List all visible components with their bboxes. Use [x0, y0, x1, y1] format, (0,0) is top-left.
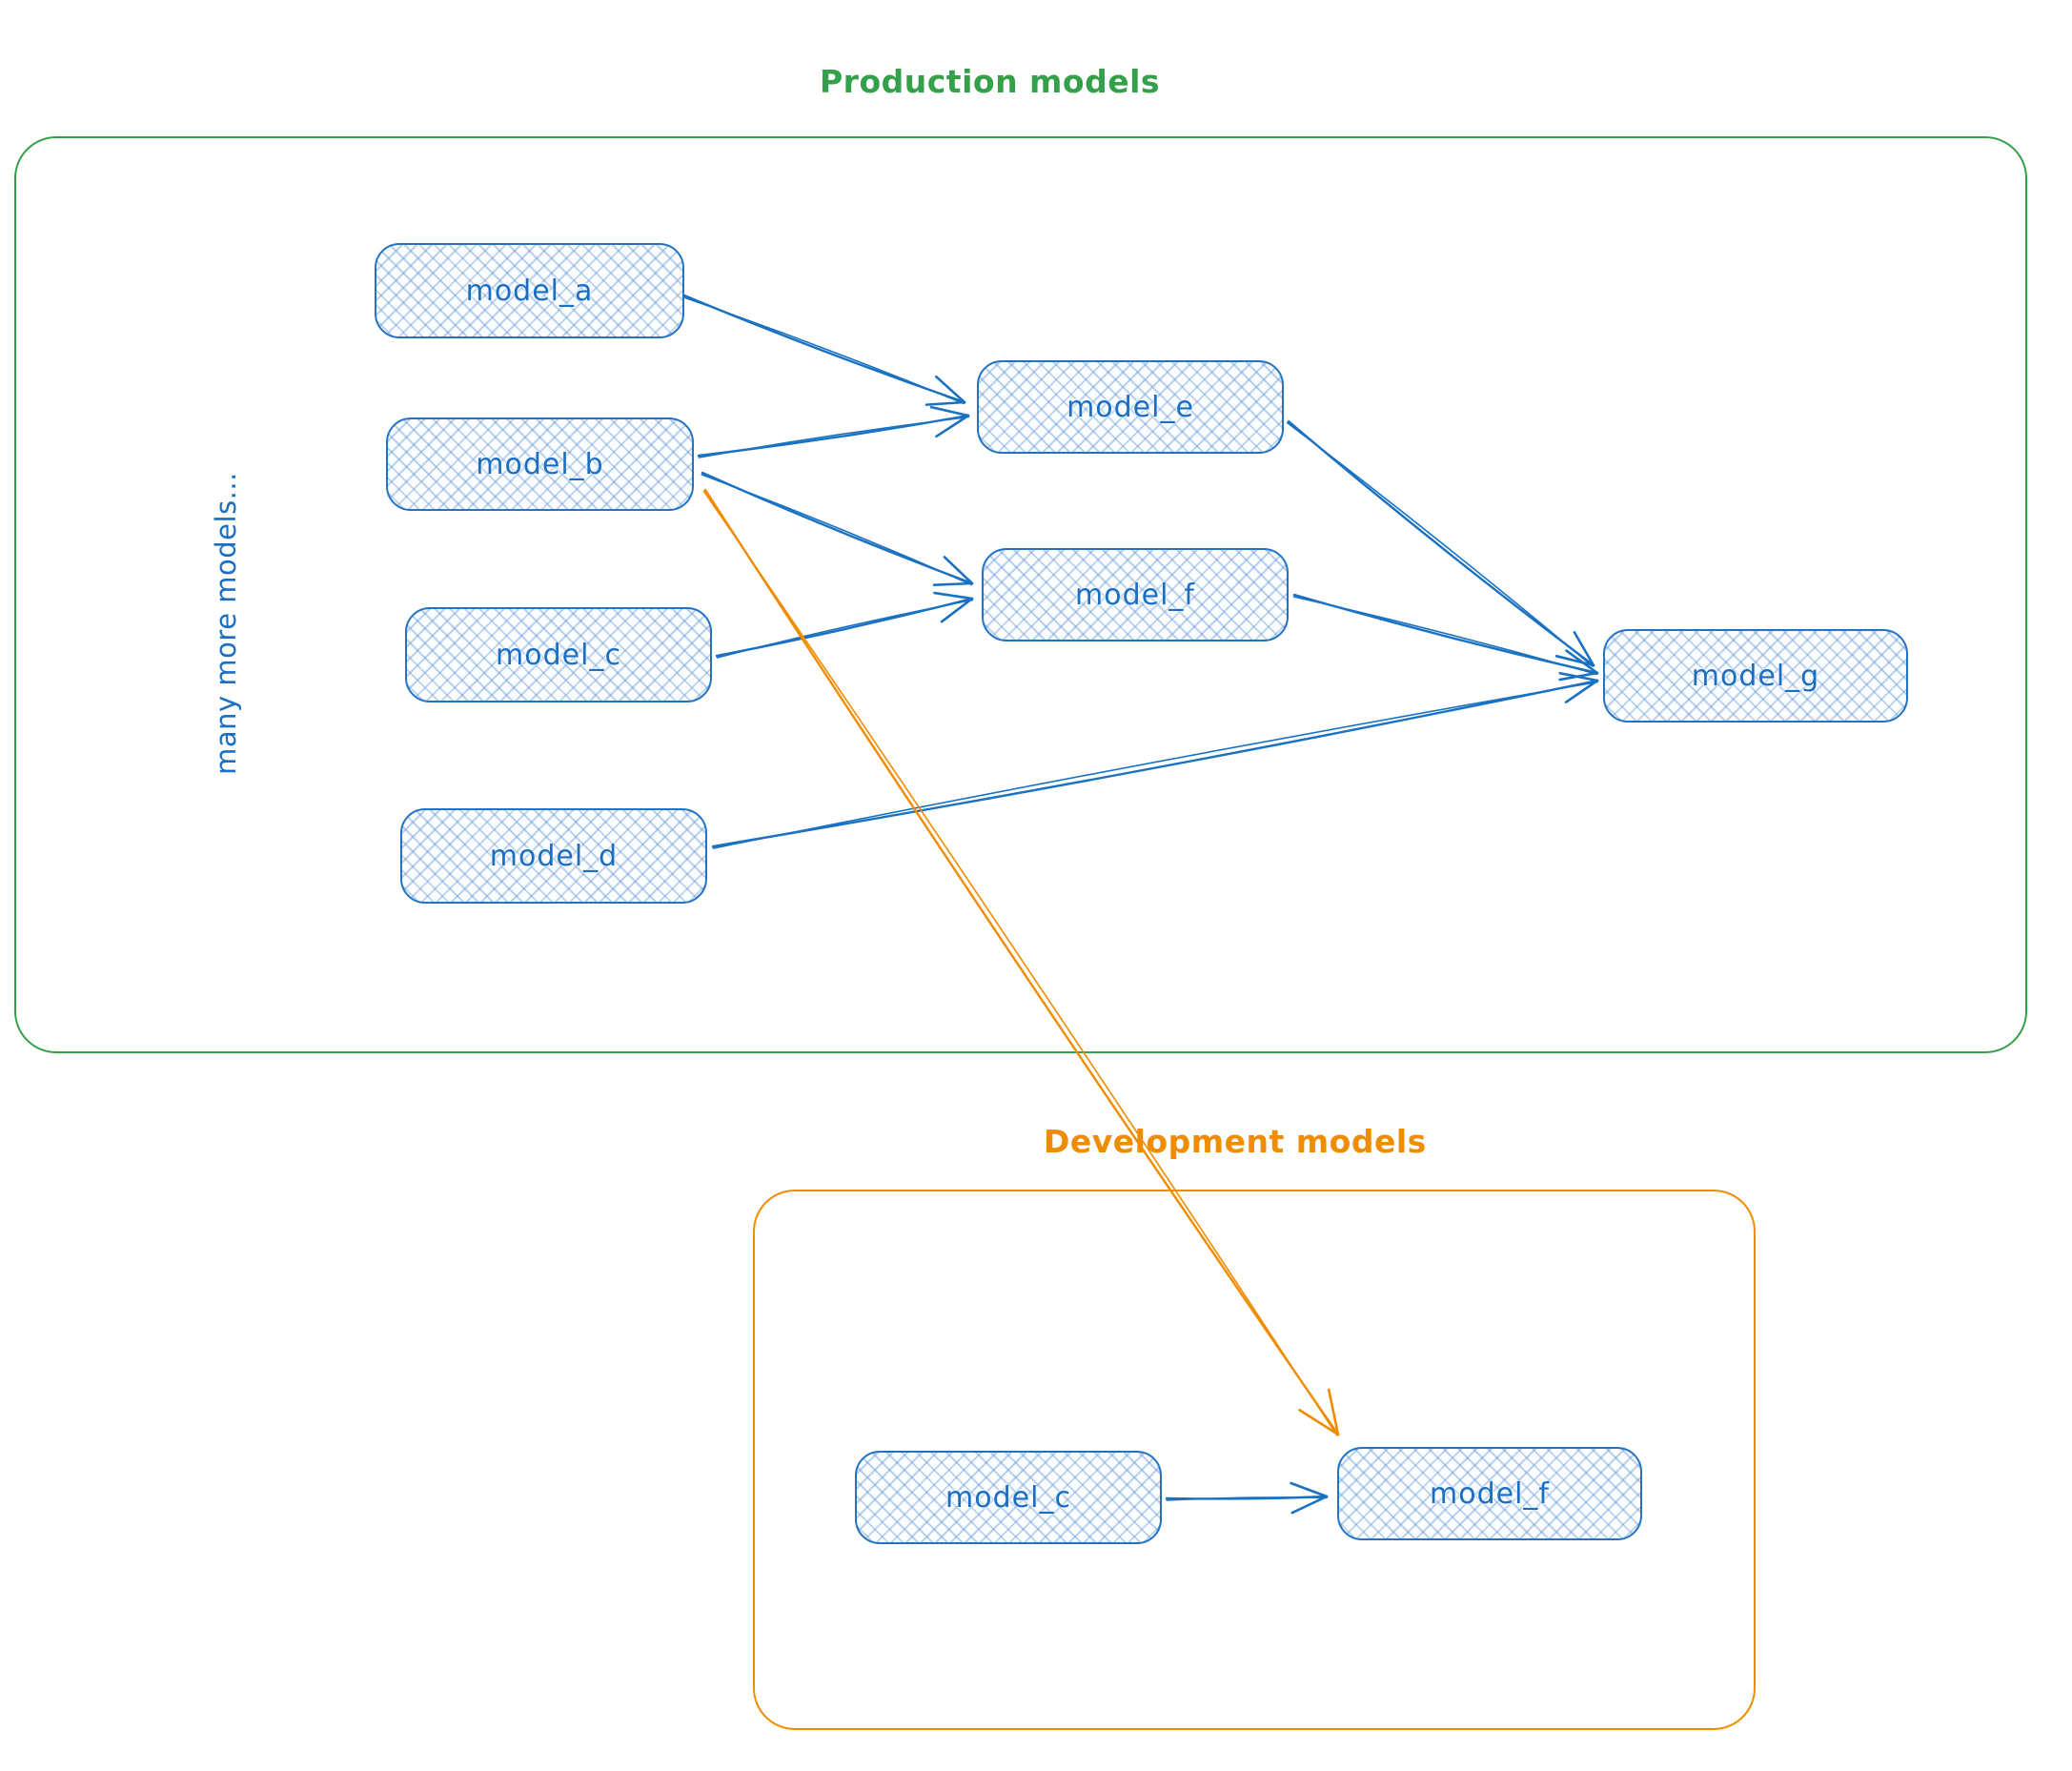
node-label: model_f: [1075, 578, 1195, 612]
node-label: model_g: [1691, 659, 1820, 693]
node-label: model_d: [489, 839, 619, 873]
node-model-d: model_d: [400, 808, 707, 904]
node-label: model_f: [1430, 1476, 1550, 1511]
node-label: model_c: [496, 638, 621, 672]
node-label: model_c: [945, 1480, 1071, 1515]
node-model-a: model_a: [375, 243, 684, 338]
node-model-g: model_g: [1603, 629, 1908, 723]
development-title: Development models: [1044, 1123, 1427, 1160]
node-model-f: model_f: [982, 548, 1289, 641]
node-model-c: model_c: [405, 607, 712, 702]
production-title: Production models: [820, 63, 1161, 100]
node-dev-model-f: model_f: [1337, 1447, 1642, 1540]
node-label: model_e: [1066, 390, 1194, 424]
node-dev-model-c: model_c: [855, 1451, 1162, 1544]
node-model-b: model_b: [386, 417, 694, 511]
node-label: model_b: [476, 447, 604, 481]
node-label: model_a: [465, 274, 594, 308]
many-more-models-label: many more models...: [210, 472, 242, 775]
node-model-e: model_e: [977, 360, 1284, 454]
